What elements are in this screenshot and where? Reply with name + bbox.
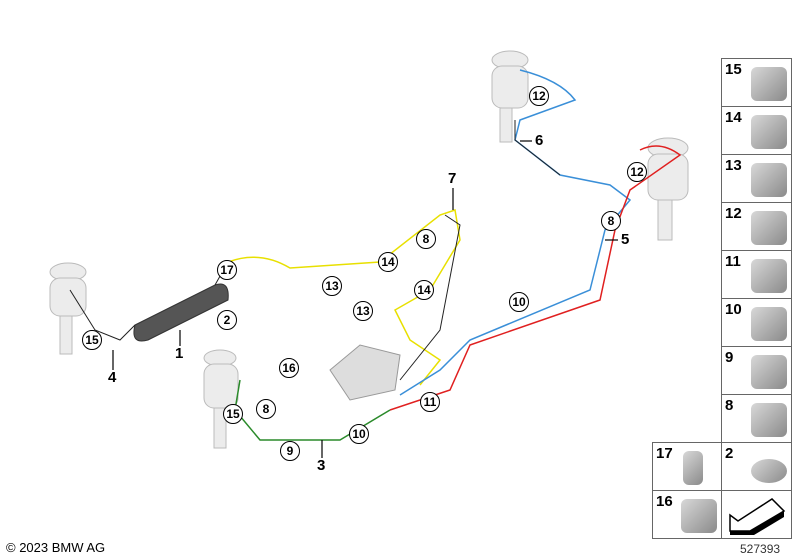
callout-15: 15 <box>223 404 243 424</box>
part-number: 17 <box>656 445 673 462</box>
part-number: 14 <box>725 109 742 126</box>
part-number: 10 <box>725 301 742 318</box>
callout-10: 10 <box>509 292 529 312</box>
callout-13: 13 <box>322 276 342 296</box>
callout-12: 12 <box>529 86 549 106</box>
red-line <box>389 145 682 411</box>
valve-icon <box>683 451 703 485</box>
part-number: 13 <box>725 157 742 174</box>
part-cell-14: 14 <box>721 106 792 155</box>
part-cell-8: 8 <box>721 394 792 443</box>
pressure-reservoir <box>133 283 229 342</box>
part-cell-17: 17 <box>652 442 722 491</box>
clip-icon <box>751 307 787 341</box>
callout-17: 17 <box>217 260 237 280</box>
copyright: © 2023 BMW AG <box>6 540 106 555</box>
callout-14: 14 <box>414 280 434 300</box>
clip-icon <box>751 259 787 293</box>
nut-icon <box>751 459 787 483</box>
clip-icon <box>751 67 787 101</box>
air-spring-rear-left <box>491 50 529 143</box>
part-number: 15 <box>725 61 742 78</box>
callout-16: 16 <box>279 358 299 378</box>
clip-icon <box>751 355 787 389</box>
callout-8: 8 <box>256 399 276 419</box>
black-line <box>514 120 561 176</box>
blue-line <box>399 69 632 396</box>
callout-14: 14 <box>378 252 398 272</box>
callout-1: 1 <box>175 345 184 362</box>
part-cell-9: 9 <box>721 346 792 395</box>
clip-icon <box>751 163 787 197</box>
callout-11: 11 <box>420 392 440 412</box>
arrow-icon <box>729 498 786 535</box>
callout-3: 3 <box>317 457 326 474</box>
part-cell-10: 10 <box>721 298 792 347</box>
part-number: 9 <box>725 349 734 366</box>
clip-icon <box>681 499 717 533</box>
callout-15: 15 <box>82 330 102 350</box>
diagram-id: 527393 <box>740 542 781 556</box>
part-cell-arrow <box>721 490 792 539</box>
compressor-unit <box>329 344 401 401</box>
part-cell-16: 16 <box>652 490 722 539</box>
callout-4: 4 <box>108 369 117 386</box>
callout-5: 5 <box>621 231 630 248</box>
clip-icon <box>751 211 787 245</box>
part-number: 8 <box>725 397 734 414</box>
clip-icon <box>751 115 787 149</box>
callout-9: 9 <box>280 441 300 461</box>
clip-icon <box>751 403 787 437</box>
part-cell-13: 13 <box>721 154 792 203</box>
callout-2: 2 <box>217 310 237 330</box>
black-line <box>69 214 461 381</box>
callout-8: 8 <box>416 229 436 249</box>
callout-7: 7 <box>448 170 457 187</box>
leader-lines <box>112 140 618 458</box>
air-spring-rear-right <box>647 137 689 241</box>
callout-8: 8 <box>601 211 621 231</box>
part-number: 16 <box>656 493 673 510</box>
part-cell-11: 11 <box>721 250 792 299</box>
callout-6: 6 <box>535 132 544 149</box>
part-number: 2 <box>725 445 734 462</box>
callout-10: 10 <box>349 424 369 444</box>
yellow-line <box>227 209 461 386</box>
part-cell-12: 12 <box>721 202 792 251</box>
part-number: 11 <box>725 253 741 270</box>
part-number: 12 <box>725 205 742 222</box>
callout-13: 13 <box>353 301 373 321</box>
air-spring-front-left <box>49 262 87 355</box>
callout-12: 12 <box>627 162 647 182</box>
part-cell-2: 2 <box>721 442 792 491</box>
part-cell-15: 15 <box>721 58 792 107</box>
air-spring-front-right <box>203 349 239 449</box>
